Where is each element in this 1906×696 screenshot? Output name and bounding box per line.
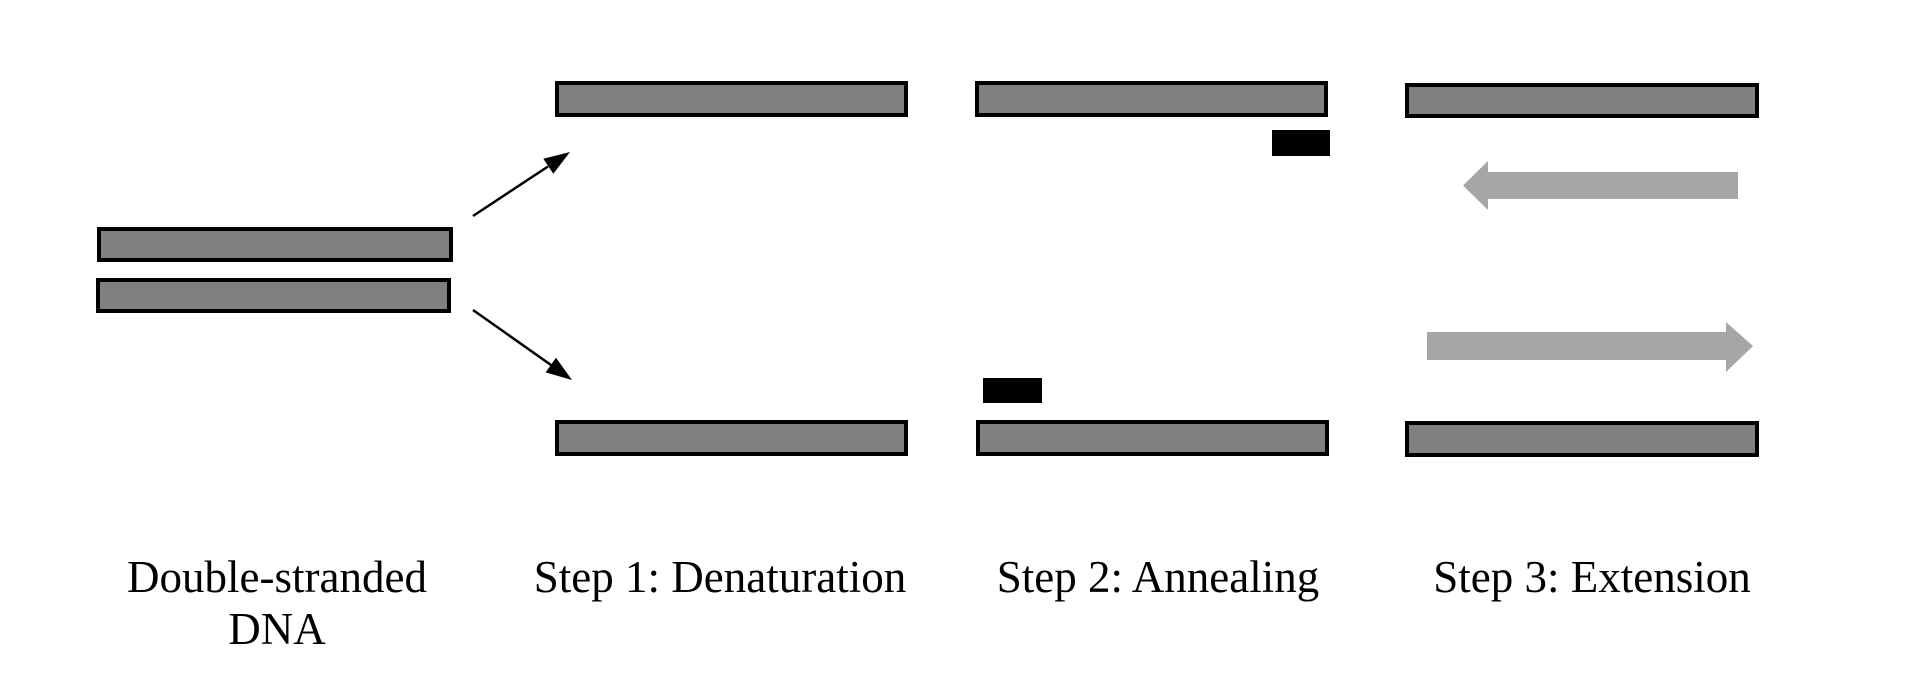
label-double-stranded-dna: Double-stranded DNA bbox=[77, 551, 477, 655]
label-dsdna-line1: Double-stranded bbox=[127, 552, 427, 602]
step2-template-strand-bottom bbox=[976, 420, 1329, 456]
extension-arrow-left-icon bbox=[1463, 161, 1738, 210]
split-arrow-up-icon bbox=[472, 152, 570, 218]
label-dsdna-line2: DNA bbox=[228, 604, 326, 654]
dsdna-strand-bottom bbox=[96, 278, 451, 313]
label-step1-denaturation: Step 1: Denaturation bbox=[533, 552, 907, 602]
step1-denatured-strand-top bbox=[555, 81, 908, 117]
label-step2-annealing: Step 2: Annealing bbox=[996, 552, 1320, 602]
split-arrow-down-icon bbox=[472, 308, 572, 380]
step2-primer-top bbox=[1272, 130, 1330, 156]
step3-template-strand-top bbox=[1405, 83, 1759, 118]
extension-arrow-right-icon bbox=[1427, 322, 1753, 372]
step3-template-strand-bottom bbox=[1405, 421, 1759, 457]
step1-denatured-strand-bottom bbox=[555, 420, 908, 456]
step2-template-strand-top bbox=[975, 81, 1328, 117]
step2-primer-bottom bbox=[983, 378, 1042, 403]
dsdna-strand-top bbox=[97, 227, 453, 262]
label-step3-extension: Step 3: Extension bbox=[1433, 552, 1751, 602]
